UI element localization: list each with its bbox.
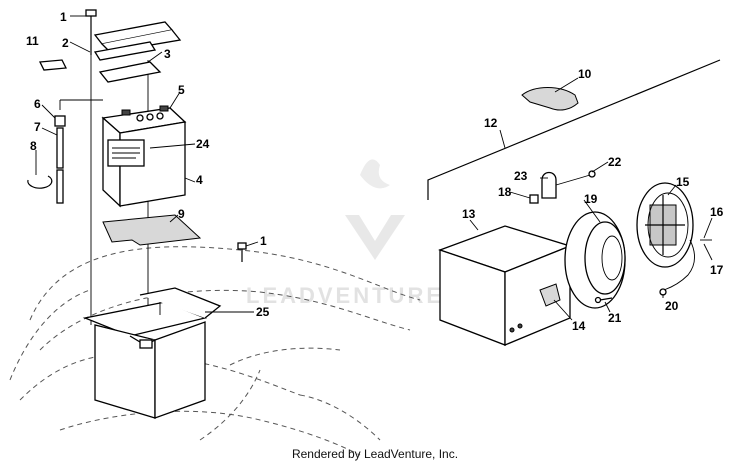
battery [101, 105, 187, 208]
label-11: 11 [26, 34, 39, 48]
cap [636, 182, 694, 268]
label-leaders [35, 15, 713, 321]
screw [594, 296, 613, 304]
label-21: 21 [608, 311, 622, 325]
label-13: 13 [462, 207, 476, 221]
label-17: 17 [710, 263, 724, 277]
small-pad [38, 59, 68, 71]
render-credit: Rendered by LeadVenture, Inc. [291, 447, 459, 461]
assembly-bracket [427, 59, 721, 200]
label-14: 14 [572, 319, 586, 333]
label-1-lower: 1 [260, 234, 267, 248]
bolt-top [85, 9, 97, 55]
vent-tube [54, 115, 66, 204]
label-7: 7 [34, 120, 41, 134]
label-3: 3 [164, 47, 171, 61]
battery-strap [93, 21, 182, 61]
label-16: 16 [710, 205, 724, 219]
label-18: 18 [498, 185, 512, 199]
label-2: 2 [62, 36, 69, 50]
label-8: 8 [30, 139, 37, 153]
lanyard [659, 239, 712, 296]
label-15: 15 [676, 175, 690, 189]
bolt-lower [237, 242, 247, 262]
vehicle-frame-outline [9, 246, 421, 456]
battery-mat [102, 214, 202, 246]
label-20: 20 [665, 299, 679, 313]
watermark-text: LEADVENTURE [246, 283, 444, 308]
battery-box [82, 287, 222, 419]
label-1-top: 1 [60, 10, 67, 24]
clip-assembly [529, 170, 596, 204]
label-23: 23 [514, 169, 528, 183]
label-4: 4 [196, 173, 203, 187]
label-6: 6 [34, 97, 41, 111]
label-10: 10 [578, 67, 592, 81]
label-9: 9 [178, 207, 185, 221]
label-25: 25 [256, 305, 270, 319]
strap-pad [98, 61, 162, 83]
label-12: 12 [484, 116, 498, 130]
part-labels: 1 2 3 4 5 6 7 8 9 10 11 12 13 14 15 16 1… [26, 10, 724, 333]
label-5: 5 [178, 83, 185, 97]
plug [521, 87, 579, 111]
cover-box [438, 225, 572, 346]
watermark-logo [345, 159, 405, 260]
label-24: 24 [196, 137, 210, 151]
clip-ring [27, 175, 53, 189]
label-22: 22 [608, 155, 622, 169]
label-19: 19 [584, 192, 598, 206]
ring-base [564, 211, 626, 309]
